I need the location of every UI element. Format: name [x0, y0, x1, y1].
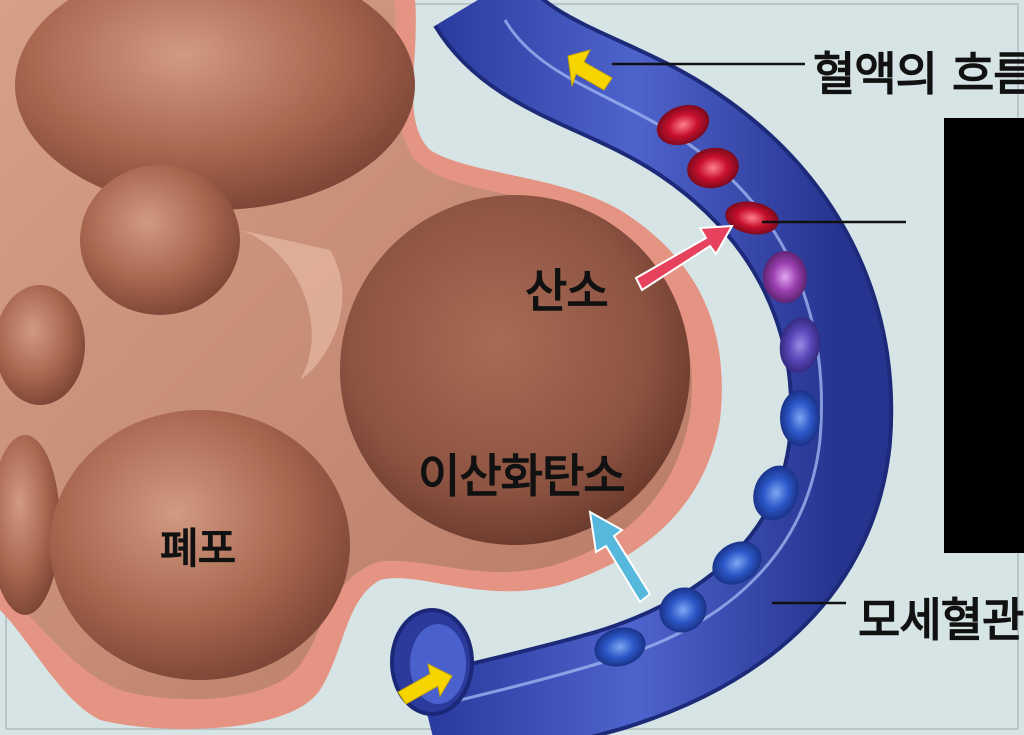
alveolus-left	[0, 285, 85, 405]
redaction-box	[944, 118, 1024, 553]
blood-flow-label: 혈액의 흐름	[813, 47, 1024, 101]
alveolus-small	[80, 165, 240, 315]
deoxygenated-cell	[712, 541, 762, 585]
oxygen-label: 산소	[525, 264, 609, 318]
capillary-label: 모세혈관	[858, 593, 1024, 647]
flow-arrow-top	[567, 49, 613, 91]
deoxygenated-cell	[753, 465, 799, 521]
deoxygenated-cell	[659, 587, 707, 633]
oxygenated-cell	[725, 201, 779, 235]
oxygenated-cell	[656, 104, 710, 146]
carbon-dioxide-label: 이산화탄소	[418, 449, 626, 503]
tissue-highlight	[240, 230, 343, 380]
oxygen-arrow	[634, 224, 734, 292]
capillary-body	[418, 0, 890, 735]
deoxygenated-cell	[779, 317, 821, 373]
co2-arrow	[588, 510, 652, 604]
transition-cell	[763, 251, 807, 303]
flow-arrow-bottom	[397, 663, 453, 705]
oxygenated-cell	[687, 147, 739, 189]
alveolus-top	[15, 0, 415, 210]
capillary-inner-line	[439, 19, 823, 707]
alveolus-left-bottom	[0, 435, 60, 615]
capillary-vessel	[390, 0, 894, 735]
deoxygenated-cell	[594, 627, 646, 667]
alveolus-label: 폐포	[160, 524, 236, 573]
deoxygenated-cell	[780, 390, 820, 446]
alveolar-tissue	[0, 0, 722, 729]
blood-cells	[594, 104, 821, 667]
alveolus-bottom	[50, 410, 350, 680]
alveolus-main	[340, 195, 690, 545]
